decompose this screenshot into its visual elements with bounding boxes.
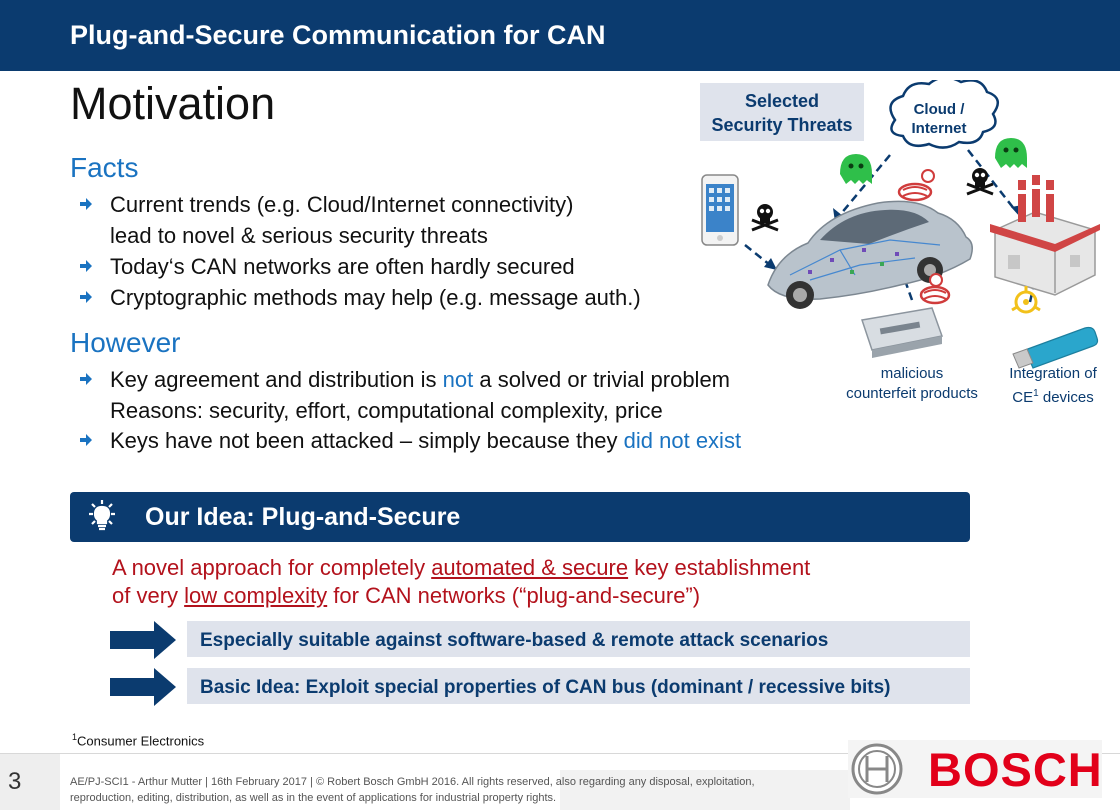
usb-stick-icon <box>1012 326 1099 369</box>
lightbulb-icon <box>89 500 115 531</box>
idea-box-2 <box>187 668 970 704</box>
smartphone-icon <box>701 174 739 246</box>
cloud-label: Cloud /Internet <box>911 101 967 137</box>
however-bullet-1-line-2: Reasons: security, effort, computational… <box>110 398 663 423</box>
idea-banner <box>70 492 970 542</box>
facts-bullet-1-line-2: lead to novel & serious security threats <box>110 223 488 248</box>
idea-text-line-2: of very low complexity for CAN networks … <box>112 583 701 608</box>
facts-bullet-3: Cryptographic methods may help (e.g. mes… <box>110 285 641 310</box>
fat-arrow-icon <box>110 621 176 659</box>
arrow-bullet-icon <box>80 434 92 446</box>
however-bullet-2: Keys have not been attacked – simply bec… <box>110 428 742 453</box>
bug-icon <box>919 273 951 305</box>
car-icon <box>767 200 973 309</box>
arrow-bullet-icon <box>80 373 92 385</box>
idea-box-2-text: Basic Idea: Exploit special properties o… <box>200 677 891 698</box>
cloud-icon <box>889 80 1000 149</box>
footnote: 1Consumer Electronics <box>72 732 205 749</box>
footer-shade <box>560 770 850 810</box>
fat-arrow-icon <box>110 668 176 706</box>
however-bullet-1-line-1: Key agreement and distribution is not a … <box>110 367 731 392</box>
idea-title: Our Idea: Plug-and-Secure <box>145 503 461 531</box>
slide-title: Motivation <box>70 78 276 129</box>
factory-icon <box>990 175 1100 296</box>
idea-box-1 <box>187 621 970 657</box>
footer-divider <box>0 753 1120 754</box>
ecu-icon <box>861 307 943 358</box>
skull-icon <box>751 204 779 232</box>
bosch-armature-icon <box>851 743 903 795</box>
page-number: 3 <box>8 768 22 795</box>
arrow-bullet-icon <box>80 291 92 303</box>
arrow-bullet-icon <box>80 198 92 210</box>
page-number-box <box>0 754 60 810</box>
facts-bullet-2: Today‘s CAN networks are often hardly se… <box>110 254 575 279</box>
highlight-did-not-exist: did not exist <box>623 428 742 453</box>
bosch-logo-text: BOSCH <box>928 743 1103 796</box>
facts-bullet-1-line-1: Current trends (e.g. Cloud/Internet conn… <box>110 192 574 217</box>
presentation-title: Plug-and-Secure Communication for CAN <box>70 20 606 50</box>
highlight-not: not <box>442 367 474 392</box>
section-heading-however: However <box>70 327 181 358</box>
bug-icon <box>897 169 935 202</box>
header-bar <box>0 0 1120 71</box>
arrowhead <box>764 258 777 270</box>
section-heading-facts: Facts <box>70 152 139 183</box>
ghost-icon <box>840 154 872 184</box>
biohazard-icon <box>1011 286 1041 314</box>
threats-label-box <box>700 83 864 141</box>
skull-icon <box>966 168 994 196</box>
threat-diagram <box>701 80 1100 369</box>
arrow-bullet-icon <box>80 260 92 272</box>
footer-copyright: AE/PJ-SCI1 - Arthur Mutter | 16th Februa… <box>70 776 755 804</box>
idea-box-1-text: Especially suitable against software-bas… <box>200 630 829 651</box>
idea-text-line-1: A novel approach for completely automate… <box>112 555 811 580</box>
caption-ce-devices: Integration of CE1 devices <box>1009 365 1097 406</box>
ghost-icon <box>995 138 1027 168</box>
